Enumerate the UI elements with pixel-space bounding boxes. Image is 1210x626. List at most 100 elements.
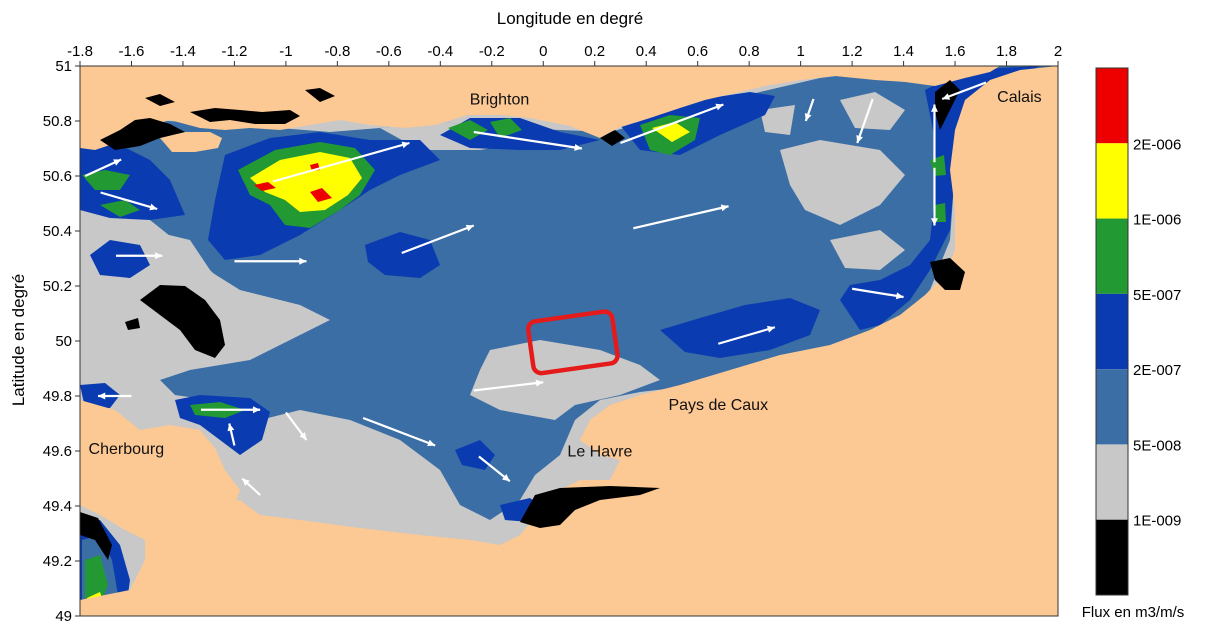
flow-arrow	[473, 130, 583, 151]
flux-band-2e-7-5e-7	[90, 240, 150, 278]
flow-arrow	[633, 204, 729, 230]
y-tick-label: 50.6	[43, 168, 72, 185]
x-tick-label: 1.2	[842, 43, 863, 60]
flow-arrow	[200, 406, 261, 414]
flow-arrow	[234, 257, 307, 265]
y-tick-label: 49	[55, 608, 72, 625]
flow-arrow	[478, 455, 511, 483]
flow-arrow	[100, 191, 158, 211]
harbour-black	[305, 88, 335, 102]
flow-arrow	[98, 392, 132, 400]
flux-band-gray-patch	[760, 105, 795, 135]
reef-black	[140, 285, 225, 358]
flow-arrow	[84, 158, 122, 178]
flow-arrow	[116, 252, 163, 260]
place-label: Le Havre	[567, 444, 632, 461]
x-tick-label: 0.2	[584, 43, 605, 60]
flow-arrow	[941, 81, 987, 101]
harbour-black	[190, 108, 300, 124]
legend-band	[1096, 143, 1128, 219]
flow-arrow	[930, 167, 938, 226]
flow-arrow	[227, 423, 236, 446]
map-frame	[79, 65, 1059, 617]
flow-arrow-head	[895, 292, 904, 300]
flow-arrow-head	[715, 103, 724, 111]
flux-band-2e-7-5e-7	[660, 298, 820, 358]
flow-arrow-head	[942, 93, 951, 100]
flow-arrow-head	[804, 113, 812, 121]
flow-arrow-shaft	[473, 381, 544, 392]
flow-arrow-shaft	[272, 141, 410, 183]
flow-arrow-head	[299, 432, 307, 440]
x-tick-label: -0.2	[479, 43, 505, 60]
y-tick-label: 49.2	[43, 553, 72, 570]
flow-arrow-shaft	[362, 416, 436, 447]
legend-band	[1096, 369, 1128, 445]
flow-arrow	[272, 141, 410, 183]
flow-arrow	[285, 411, 308, 441]
x-tick-label: 2	[1054, 43, 1062, 60]
flux-band-5e-7-1e-6	[85, 555, 108, 606]
legend-band	[1096, 444, 1128, 520]
legend-colorbar	[1096, 68, 1128, 595]
x-tick-label: 1	[796, 43, 804, 60]
flux-band-gray-patch	[830, 230, 905, 270]
y-tick-label: 50.4	[43, 223, 72, 240]
flow-arrows	[84, 81, 987, 496]
flow-arrow	[851, 287, 904, 300]
reef-black	[125, 318, 140, 330]
flow-arrow-shaft	[620, 103, 724, 145]
harbour-black	[100, 118, 185, 150]
left-axis-title: Latitude en degré	[9, 274, 28, 406]
legend-title: Flux en m3/m/s	[1082, 604, 1185, 621]
reef-black	[935, 80, 960, 130]
legend-band	[1096, 68, 1128, 144]
flow-arrow	[241, 477, 261, 496]
flux-band-1e-6-2e-6	[250, 152, 362, 212]
legend-frame	[1095, 67, 1129, 596]
x-tick-label: -1.8	[67, 43, 93, 60]
y-tick-label: 51	[55, 58, 72, 75]
flow-arrow-head	[856, 135, 863, 143]
legend-label: 2E-007	[1133, 362, 1181, 379]
place-label: Calais	[997, 89, 1041, 106]
flow-arrow	[930, 104, 938, 163]
flow-arrow-head	[227, 423, 235, 432]
flux-band-2e-7-5e-7	[365, 232, 440, 278]
legend-band	[1096, 519, 1128, 595]
flux-band-2e-7-5e-7	[840, 66, 1040, 330]
flow-arrow	[804, 98, 815, 122]
land-france-calais	[80, 66, 1058, 616]
flux-band-5e-7-1e-6	[935, 203, 946, 222]
x-tick-label: 0.8	[739, 43, 760, 60]
flux-band-5e-7-1e-6	[448, 120, 488, 140]
y-tick-label: 49.6	[43, 443, 72, 460]
land-isle-of-wight	[160, 132, 222, 152]
y-tick-label: 50.2	[43, 278, 72, 295]
flow-arrow-head	[299, 257, 307, 265]
y-tick-label: 49.4	[43, 498, 72, 515]
x-tick-label: -1	[279, 43, 292, 60]
reef-black	[600, 130, 625, 146]
flow-arrow-head	[767, 325, 775, 333]
x-tick-label: -1.2	[221, 43, 247, 60]
x-tick-label: -0.6	[376, 43, 402, 60]
flow-arrow	[856, 98, 874, 144]
legend-label: 5E-007	[1133, 287, 1181, 304]
flux-band-5e-7-1e-6	[100, 200, 140, 217]
legend-label: 2E-006	[1133, 136, 1181, 153]
legend-band	[1096, 293, 1128, 370]
flow-arrow-shaft	[100, 191, 158, 211]
flow-arrow	[473, 379, 544, 392]
flow-arrow-shaft	[473, 130, 583, 150]
flow-arrow	[401, 224, 475, 255]
y-tick-label: 50	[55, 333, 72, 350]
x-tick-label: 1.6	[945, 43, 966, 60]
harbour-black	[145, 94, 175, 106]
flow-arrow-head	[113, 159, 122, 166]
flow-arrow-head	[252, 406, 261, 414]
flux-band-2e-7-5e-7	[80, 140, 185, 220]
